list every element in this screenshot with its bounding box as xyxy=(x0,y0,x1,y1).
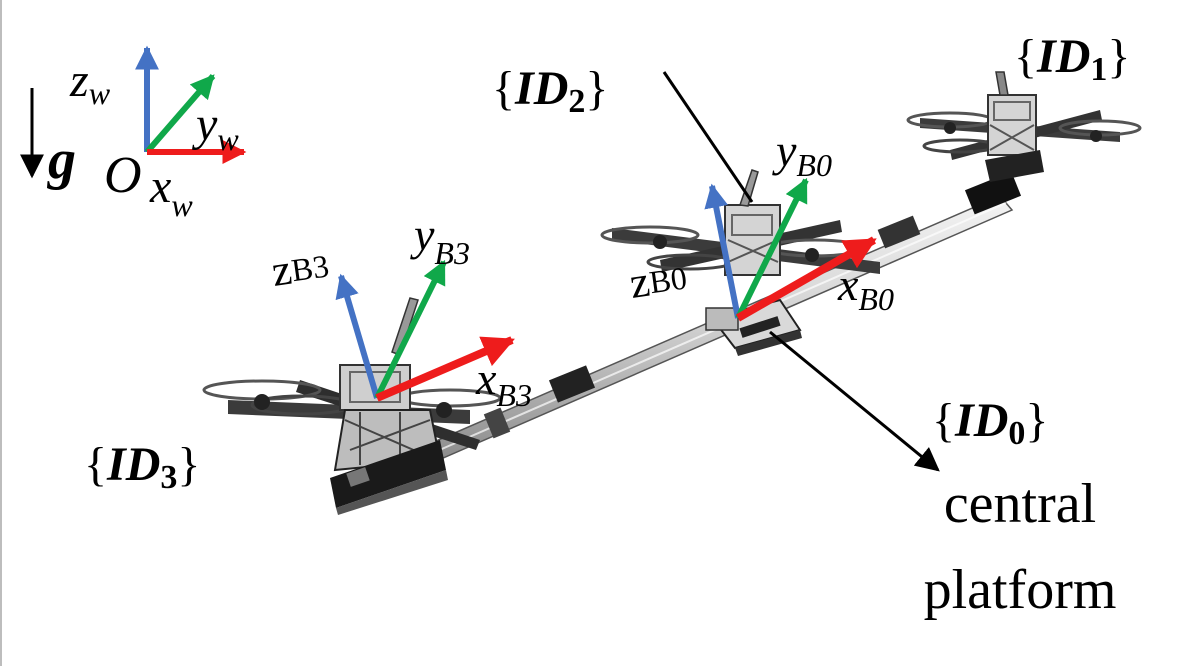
id1-label: {ID1} xyxy=(1014,30,1130,88)
b3-y-axis xyxy=(374,259,447,400)
callout-arrow-id0 xyxy=(769,330,940,472)
body-frame-b0 xyxy=(704,177,877,322)
world-x-label: xw xyxy=(149,160,193,223)
b0-z-axis xyxy=(704,183,741,319)
b3-z-label: zB3 xyxy=(269,239,332,295)
world-z-label: zw xyxy=(69,54,111,111)
b3-y-label: yB3 xyxy=(410,209,470,271)
b0-x-label: xB0 xyxy=(837,259,894,317)
drone-id1 xyxy=(906,71,1142,182)
b3-x-label: xB3 xyxy=(475,353,532,413)
world-y-label: yw xyxy=(191,98,239,157)
gravity-label: g xyxy=(46,129,76,191)
b3-z-axis xyxy=(335,273,380,399)
b0-x-axis xyxy=(736,236,877,322)
id0-label: {ID0} xyxy=(932,394,1048,452)
drone-id3 xyxy=(202,297,502,515)
b3-x-axis xyxy=(375,336,515,402)
world-frame xyxy=(19,45,247,179)
world-y-axis xyxy=(144,74,216,154)
rod-clamp-right xyxy=(877,171,1022,249)
id3-label: {ID3} xyxy=(84,438,200,496)
b0-y-axis xyxy=(735,177,809,320)
world-origin-label: O xyxy=(104,147,142,204)
platform-label-line1: central xyxy=(944,473,1096,535)
rod-clamp-left xyxy=(483,365,596,439)
body-frame-b3 xyxy=(335,259,515,402)
b0-y-label: yB0 xyxy=(772,125,832,183)
platform-label-line2: platform xyxy=(924,559,1117,621)
drone-id2-central-platform xyxy=(600,169,880,356)
callout-line-id2 xyxy=(662,71,754,203)
b0-z-label: zB0 xyxy=(627,251,690,307)
id2-label: {ID2} xyxy=(492,62,608,120)
